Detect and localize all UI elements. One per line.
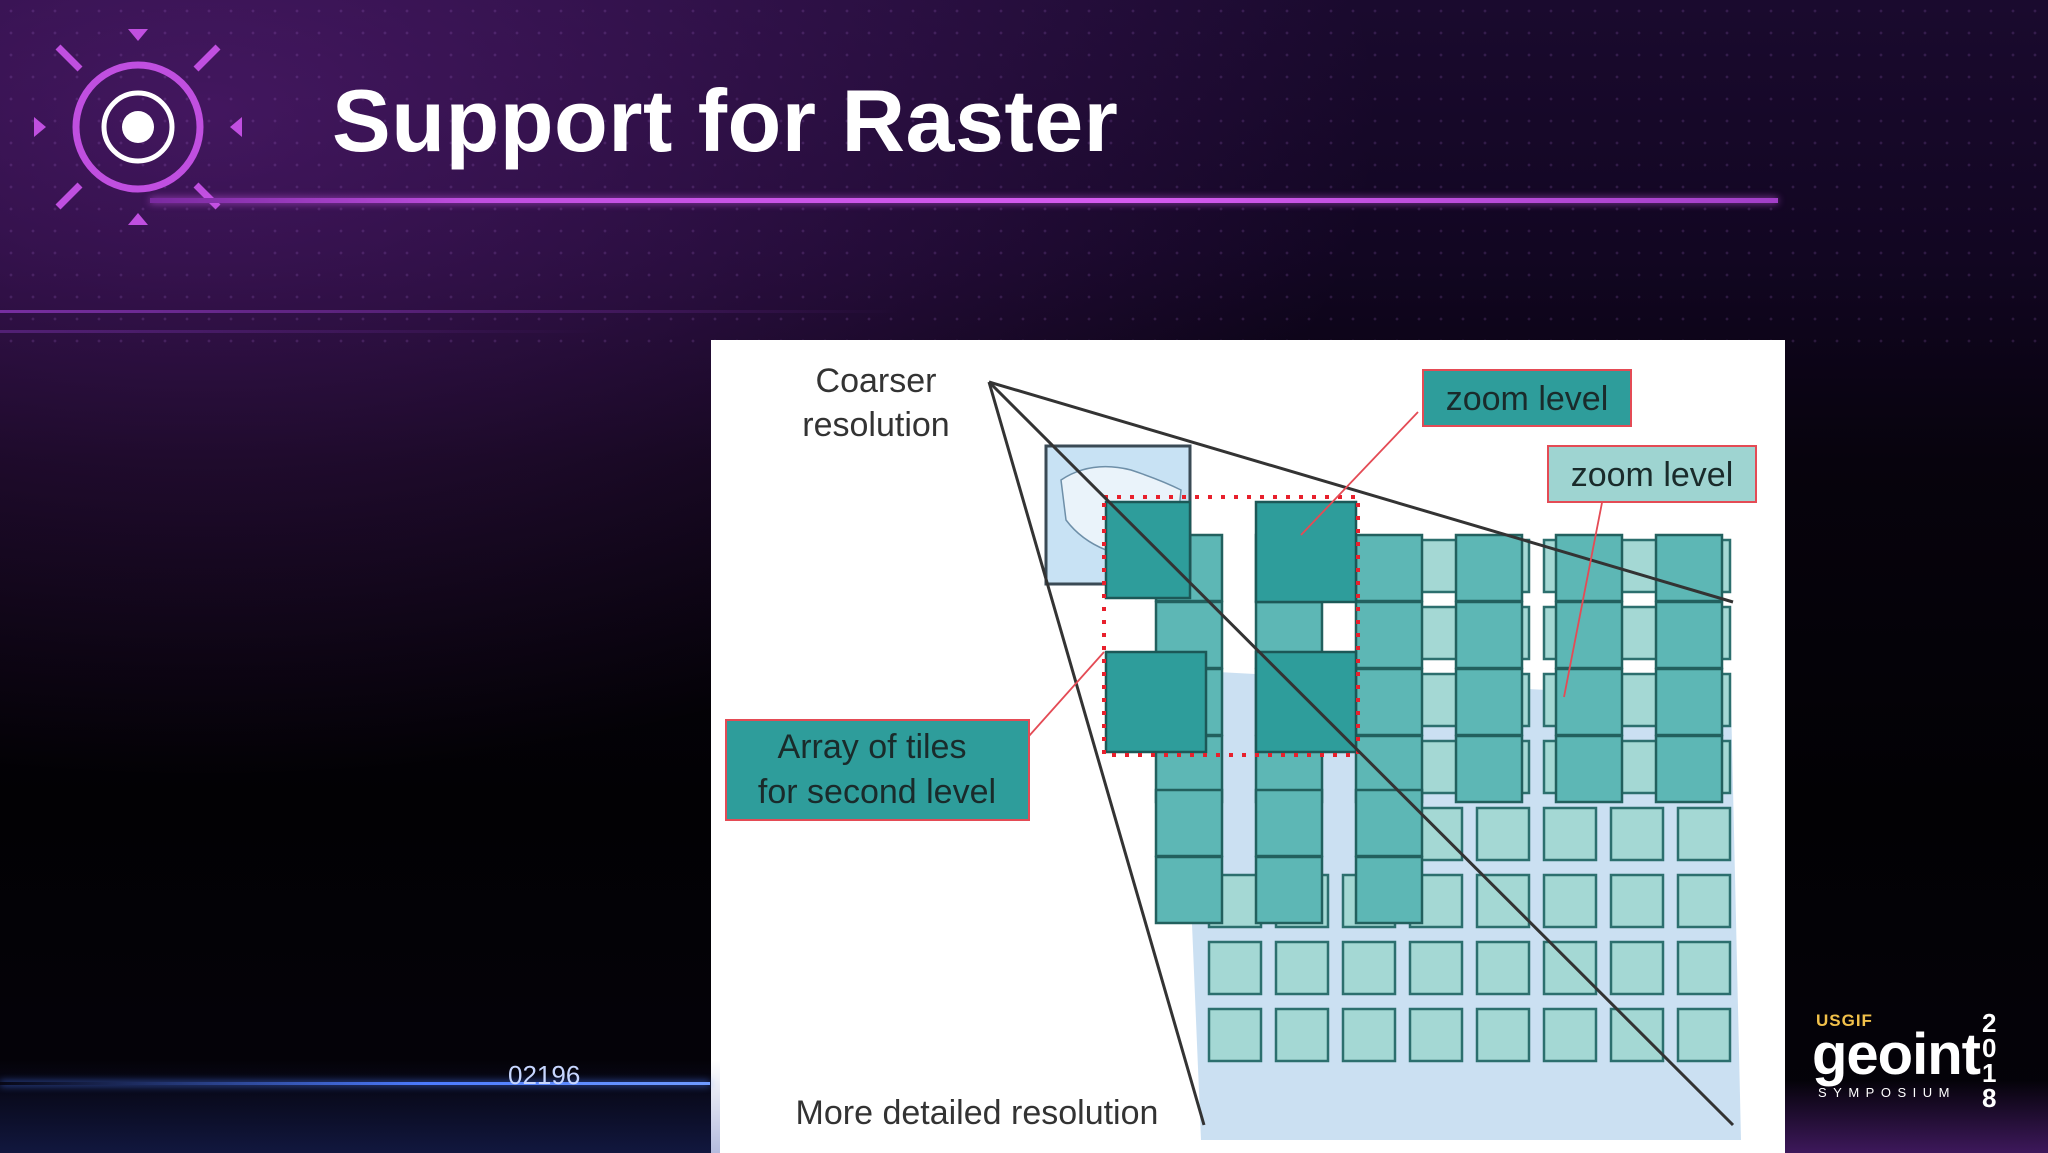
bottom-light-line [0,1082,710,1085]
tile-pyramid-diagram: Coarser resolution zoom level zoom level… [711,340,1785,1153]
brand-tagline: SYMPOSIUM [1818,1085,1956,1100]
fine-tile [1609,1007,1665,1063]
fine-tile [1475,873,1531,929]
fine-tile [1341,1007,1397,1063]
mid-tile [1354,855,1424,925]
mid-tile [1654,734,1724,804]
mid-tile [1554,600,1624,670]
fine-tile [1408,940,1464,996]
mid-tile [1454,600,1524,670]
decor-stripe [0,310,900,313]
zoom-level-tag-2 [1547,445,1757,503]
target-reticle-icon [34,29,242,225]
mid-tile [1454,734,1524,804]
fine-tile [1676,940,1732,996]
fine-tile [1475,806,1531,862]
coarser-label-line2: resolution [802,406,949,444]
fine-tile [1542,940,1598,996]
brand-glow [1785,1080,2048,1153]
geoint-brand: USGIF geoint SYMPOSIUM 2018 [1808,1005,2048,1145]
mid-tile [1354,600,1424,670]
second-level-tiles [1104,500,1358,754]
brand-year: 2018 [1982,1008,1997,1113]
selection-box [1102,495,1360,757]
fine-tile [1274,1007,1330,1063]
fine-tile [1542,873,1598,929]
fine-tile [1609,940,1665,996]
fine-tile [1676,873,1732,929]
fine-tile [1542,1007,1598,1063]
fine-tile [1408,1007,1464,1063]
fine-tile [1207,940,1263,996]
array-label-line1: Array of tiles [778,728,967,766]
fine-tile [1676,1007,1732,1063]
array-of-tiles-tag [725,719,1030,821]
counter-readout: 02196 [508,1060,581,1090]
array-label-line2: for second level [758,773,996,811]
coarser-label-line1: Coarser [816,362,937,400]
zoom-level-label-2: zoom level [1571,456,1734,494]
mid-tile [1454,667,1524,737]
mid-tile [1654,667,1724,737]
fine-tile [1475,1007,1531,1063]
mid-tile [1354,667,1424,737]
fine-tile [1609,806,1665,862]
decor-stripe [0,330,600,333]
mid-tile [1354,533,1424,603]
dot-pattern [0,0,2048,360]
fine-tile [1207,1007,1263,1063]
mid-tile [1154,855,1224,925]
slide-title: Support for Raster [332,71,1119,170]
fine-tile [1341,940,1397,996]
brand-org: USGIF [1816,1011,1873,1030]
mid-tile [1454,533,1524,603]
callout-lines [1028,411,1609,737]
mid-tile [1254,855,1324,925]
mid-tile [1654,533,1724,603]
fine-tile [1609,873,1665,929]
zoom-level-tag-1 [1422,369,1632,427]
fine-tile [1475,940,1531,996]
title-underline [150,198,1778,203]
mid-tile [1554,667,1624,737]
fine-tile [1676,806,1732,862]
mid-tile [1354,788,1424,858]
brand-name: geoint [1812,1022,1981,1087]
zoom-level-label-1: zoom level [1446,380,1609,418]
detailed-resolution-label: More detailed resolution [796,1094,1159,1132]
mid-tile [1554,734,1624,804]
pyramid-lines [987,380,1735,1127]
mid-tile [1654,600,1724,670]
mid-tile [1254,788,1324,858]
bottom-glow [0,1060,720,1153]
fine-tile [1274,940,1330,996]
mid-tile [1154,788,1224,858]
fine-tile [1542,806,1598,862]
